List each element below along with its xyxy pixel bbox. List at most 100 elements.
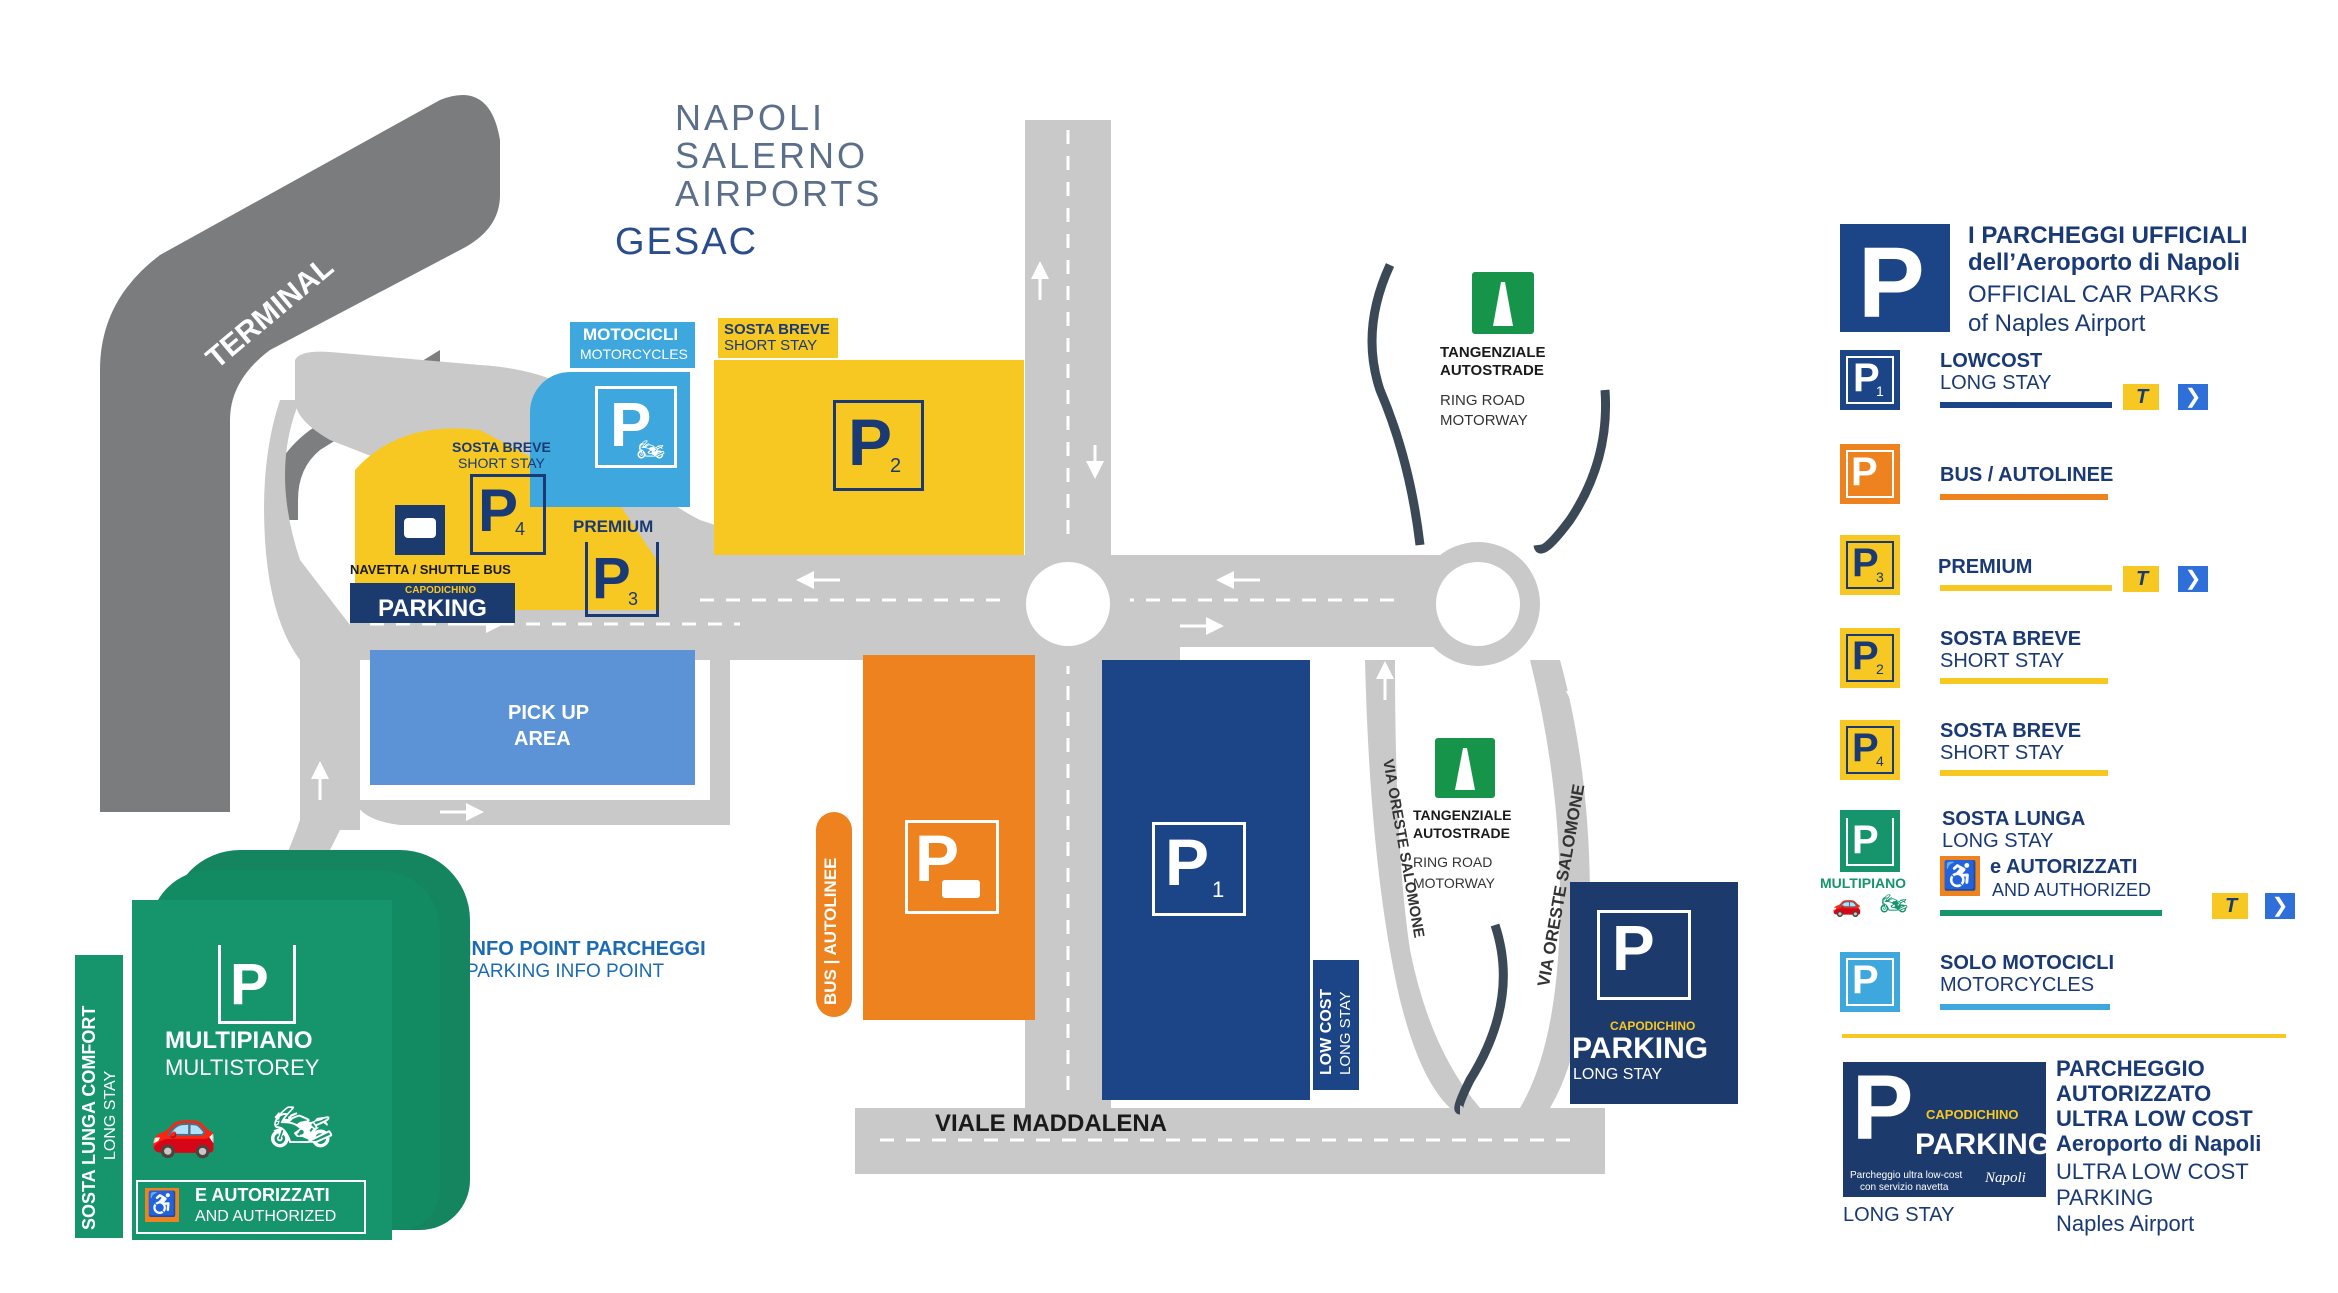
legend-p1-letter: P — [1853, 356, 1880, 400]
capodichino-small-word: PARKING — [378, 595, 487, 622]
ultra-line4: Aeroporto di Napoli — [2056, 1131, 2262, 1156]
legend-p2-icon-frame — [1846, 634, 1894, 682]
pickup-line1: PICK UP — [508, 702, 590, 724]
motocicli-moto-icon: 🏍 — [637, 437, 665, 462]
pickup-line2: AREA — [514, 728, 571, 750]
tangenziale-top-1: TANGENZIALE — [1440, 344, 1546, 361]
bus-autolinee-tag — [816, 812, 852, 1017]
bus-area — [863, 655, 1035, 1020]
ultra-line2: AUTORIZZATO — [2056, 1081, 2212, 1106]
capodichino-long-p-letter: P — [1612, 912, 1655, 984]
brand-logo: NAPOLI SALERNO AIRPORTS GESAC — [615, 98, 935, 268]
legend-p2-icon — [1840, 628, 1900, 688]
legend-p1-icon-frame — [1846, 356, 1894, 404]
legend-premium-telepass-text: T — [2136, 568, 2149, 590]
legend-p2-sub: 2 — [1876, 661, 1884, 677]
legend-p2-letter: P — [1852, 634, 1879, 678]
p2-badge-title: SOSTA BREVE — [724, 321, 830, 338]
legend-header-line1: I PARCHEGGI UFFICIALI — [1968, 222, 2248, 249]
tangenziale-mid-4: MOTORWAY — [1413, 875, 1495, 891]
motocicli-sub: MOTORCYCLES — [580, 346, 688, 362]
legend-bus-line — [1940, 494, 2108, 500]
legend-p3-sub: 3 — [1876, 569, 1884, 585]
motocicli-p-box — [595, 386, 677, 468]
motorway-left-curve — [1367, 263, 1425, 546]
bus-autolinee-label: BUS | AUTOLINEE — [821, 857, 840, 1005]
multipiano-p-letter: P — [230, 952, 269, 1017]
p2-badge — [718, 318, 838, 358]
road-lane-markings — [370, 130, 1580, 1142]
multipiano-wheelchair-icon: ♿ — [145, 1188, 179, 1222]
legend-item-sosta-lunga-title: SOSTA LUNGA — [1942, 808, 2086, 830]
multipiano-block — [132, 900, 392, 1240]
tangenziale-top-2: AUTOSTRADE — [1440, 362, 1544, 379]
p4-badge-sub: SHORT STAY — [458, 455, 545, 471]
p2-p-box — [833, 400, 924, 491]
multipiano-p-box — [218, 945, 296, 1024]
legend-multipiano-moto-icon: 🏍 — [1880, 891, 1908, 916]
premium-p-sub: 3 — [628, 589, 639, 609]
legend-header-line4: of Naples Airport — [1968, 310, 2146, 337]
legend-sosta-telepass-text: T — [2225, 895, 2238, 917]
capodichino-long-sub: LONG STAY — [1573, 1066, 1663, 1083]
p1-area — [1102, 660, 1310, 1100]
legend-item-bus-title: BUS / AUTOLINEE — [1940, 464, 2114, 486]
legend-premium-arrow-icon: ❯ — [2178, 566, 2208, 592]
legend-lowcost-telepass-icon — [2123, 384, 2159, 410]
legend-header-line2: dell’Aeroporto di Napoli — [1968, 249, 2241, 276]
brand-airports: AIRPORTS — [675, 173, 883, 214]
legend-moto-icon-frame — [1846, 958, 1894, 1006]
ultra-line1: PARCHEGGIO — [2056, 1056, 2205, 1081]
premium-p-box — [585, 542, 659, 617]
ultra-line6: PARKING — [2056, 1185, 2154, 1210]
p1-p-letter: P — [1165, 825, 1210, 899]
legend-item-auth-sub: AND AUTHORIZED — [1992, 880, 2152, 900]
legend-sosta-telepass-icon — [2212, 893, 2248, 919]
capodichino-small-sign — [350, 583, 515, 623]
road-arrows — [311, 261, 1584, 821]
multipiano-auth: E AUTORIZZATI — [195, 1185, 330, 1205]
legend-item-moto-sub: MOTORCYCLES — [1940, 974, 2095, 996]
roundabout-left-island — [1026, 562, 1110, 646]
ultra-line5: ULTRA LOW COST — [2056, 1159, 2249, 1184]
tangenziale-mid-3: RING ROAD — [1413, 854, 1493, 870]
p4-p-box — [470, 474, 546, 555]
motocicli-area — [530, 372, 690, 507]
multipiano-auth-box — [136, 1180, 366, 1234]
legend-multipiano-icon — [1840, 810, 1900, 872]
sosta-lunga-comfort-strip — [75, 955, 123, 1238]
low-cost-tag — [1313, 960, 1359, 1090]
tangenziale-top-4: MOTORWAY — [1440, 412, 1528, 429]
p1-p-sub: 1 — [1212, 877, 1225, 902]
legend-p3-icon — [1840, 535, 1900, 595]
legend-p4-icon-frame — [1846, 726, 1894, 774]
ultra-sign-tagline1: Parcheggio ultra low-cost — [1850, 1170, 1963, 1181]
capodichino-small-text: CAPODICHINO — [405, 585, 477, 596]
legend-p4-icon — [1840, 720, 1900, 780]
legend-premium-telepass-icon — [2123, 566, 2159, 592]
legend-multipiano-letter: P — [1852, 818, 1879, 862]
capodichino-long-small: CAPODICHINO — [1610, 1019, 1696, 1033]
roundabout-right-island — [1436, 562, 1520, 646]
legend-divider — [1842, 1034, 2286, 1038]
legend-lowcost-arrow-icon: ❯ — [2178, 384, 2208, 410]
tangenziale-mid-2: AUTOSTRADE — [1413, 825, 1510, 841]
legend-bus-letter: P — [1851, 450, 1878, 494]
p2-badge-sub: SHORT STAY — [724, 337, 818, 354]
multipiano-moto-icon: 🏍 — [270, 1099, 334, 1155]
legend-sosta-lunga-line — [1940, 910, 2162, 916]
legend-p4-sub: 4 — [1876, 753, 1884, 769]
legend-multipiano-car-icon: 🚗 — [1832, 891, 1862, 918]
motocicli-badge — [570, 322, 695, 368]
ultra-line3: ULTRA LOW COST — [2056, 1106, 2253, 1131]
p4-p-sub: 4 — [515, 519, 526, 539]
legend-moto-letter: P — [1852, 958, 1879, 1002]
ultra-sign-small: CAPODICHINO — [1926, 1107, 2019, 1122]
p4-p-letter: P — [478, 477, 519, 544]
legend-item-moto-title: SOLO MOTOCICLI — [1940, 952, 2115, 974]
legend-p4-letter: P — [1852, 726, 1879, 770]
multipiano-auth-sub: AND AUTHORIZED — [195, 1208, 337, 1225]
motocicli-title: MOTOCICLI — [583, 325, 679, 344]
ultra-sign — [1843, 1062, 2046, 1197]
